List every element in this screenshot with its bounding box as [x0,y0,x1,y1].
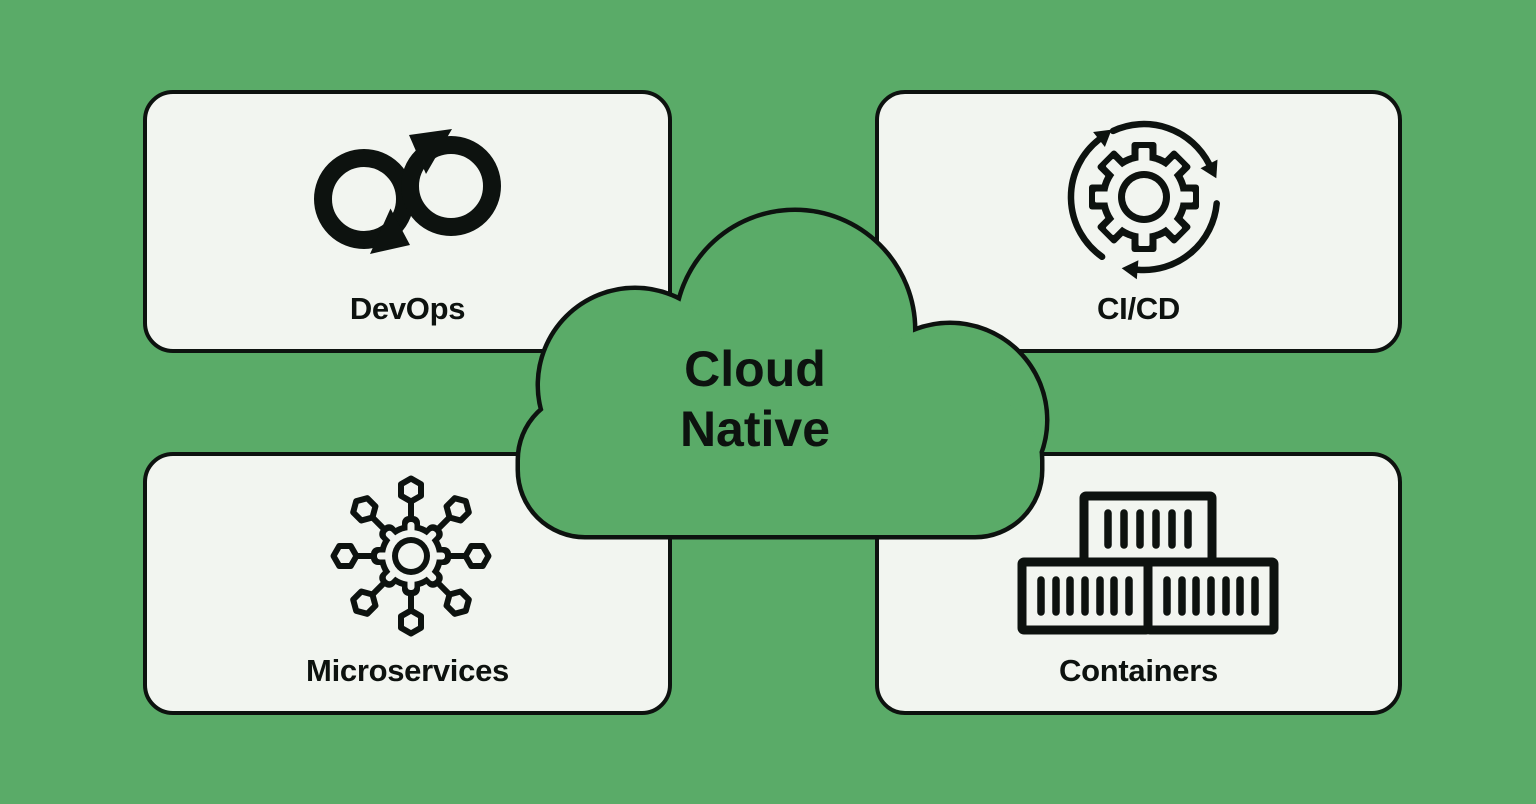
cloud-title-line2: Native [680,401,830,457]
network-nodes-icon [330,475,492,637]
card-cicd-label: CI/CD [1097,291,1180,326]
microservices-gear-network-icon [330,475,492,637]
cloud-title-line1: Cloud [684,341,826,397]
devops-infinity-loop-icon [314,129,501,254]
containers-stack-icon [1017,491,1279,635]
cloud-shape: Cloud Native [515,207,1050,540]
loop-arrowhead-right [370,208,410,254]
gear-icon [1089,142,1199,252]
card-containers-label: Containers [1059,653,1218,688]
card-devops-label: DevOps [349,291,466,326]
card-microservices-label: Microservices [306,653,509,688]
card-cicd: CI/CD [875,90,1402,353]
cycle-arrows-icon [1067,120,1220,280]
gear-icon [371,516,451,596]
card-devops: DevOps [143,90,672,353]
cicd-gear-cycle-icon [1067,120,1220,280]
loop-arrowhead-left [409,129,452,174]
